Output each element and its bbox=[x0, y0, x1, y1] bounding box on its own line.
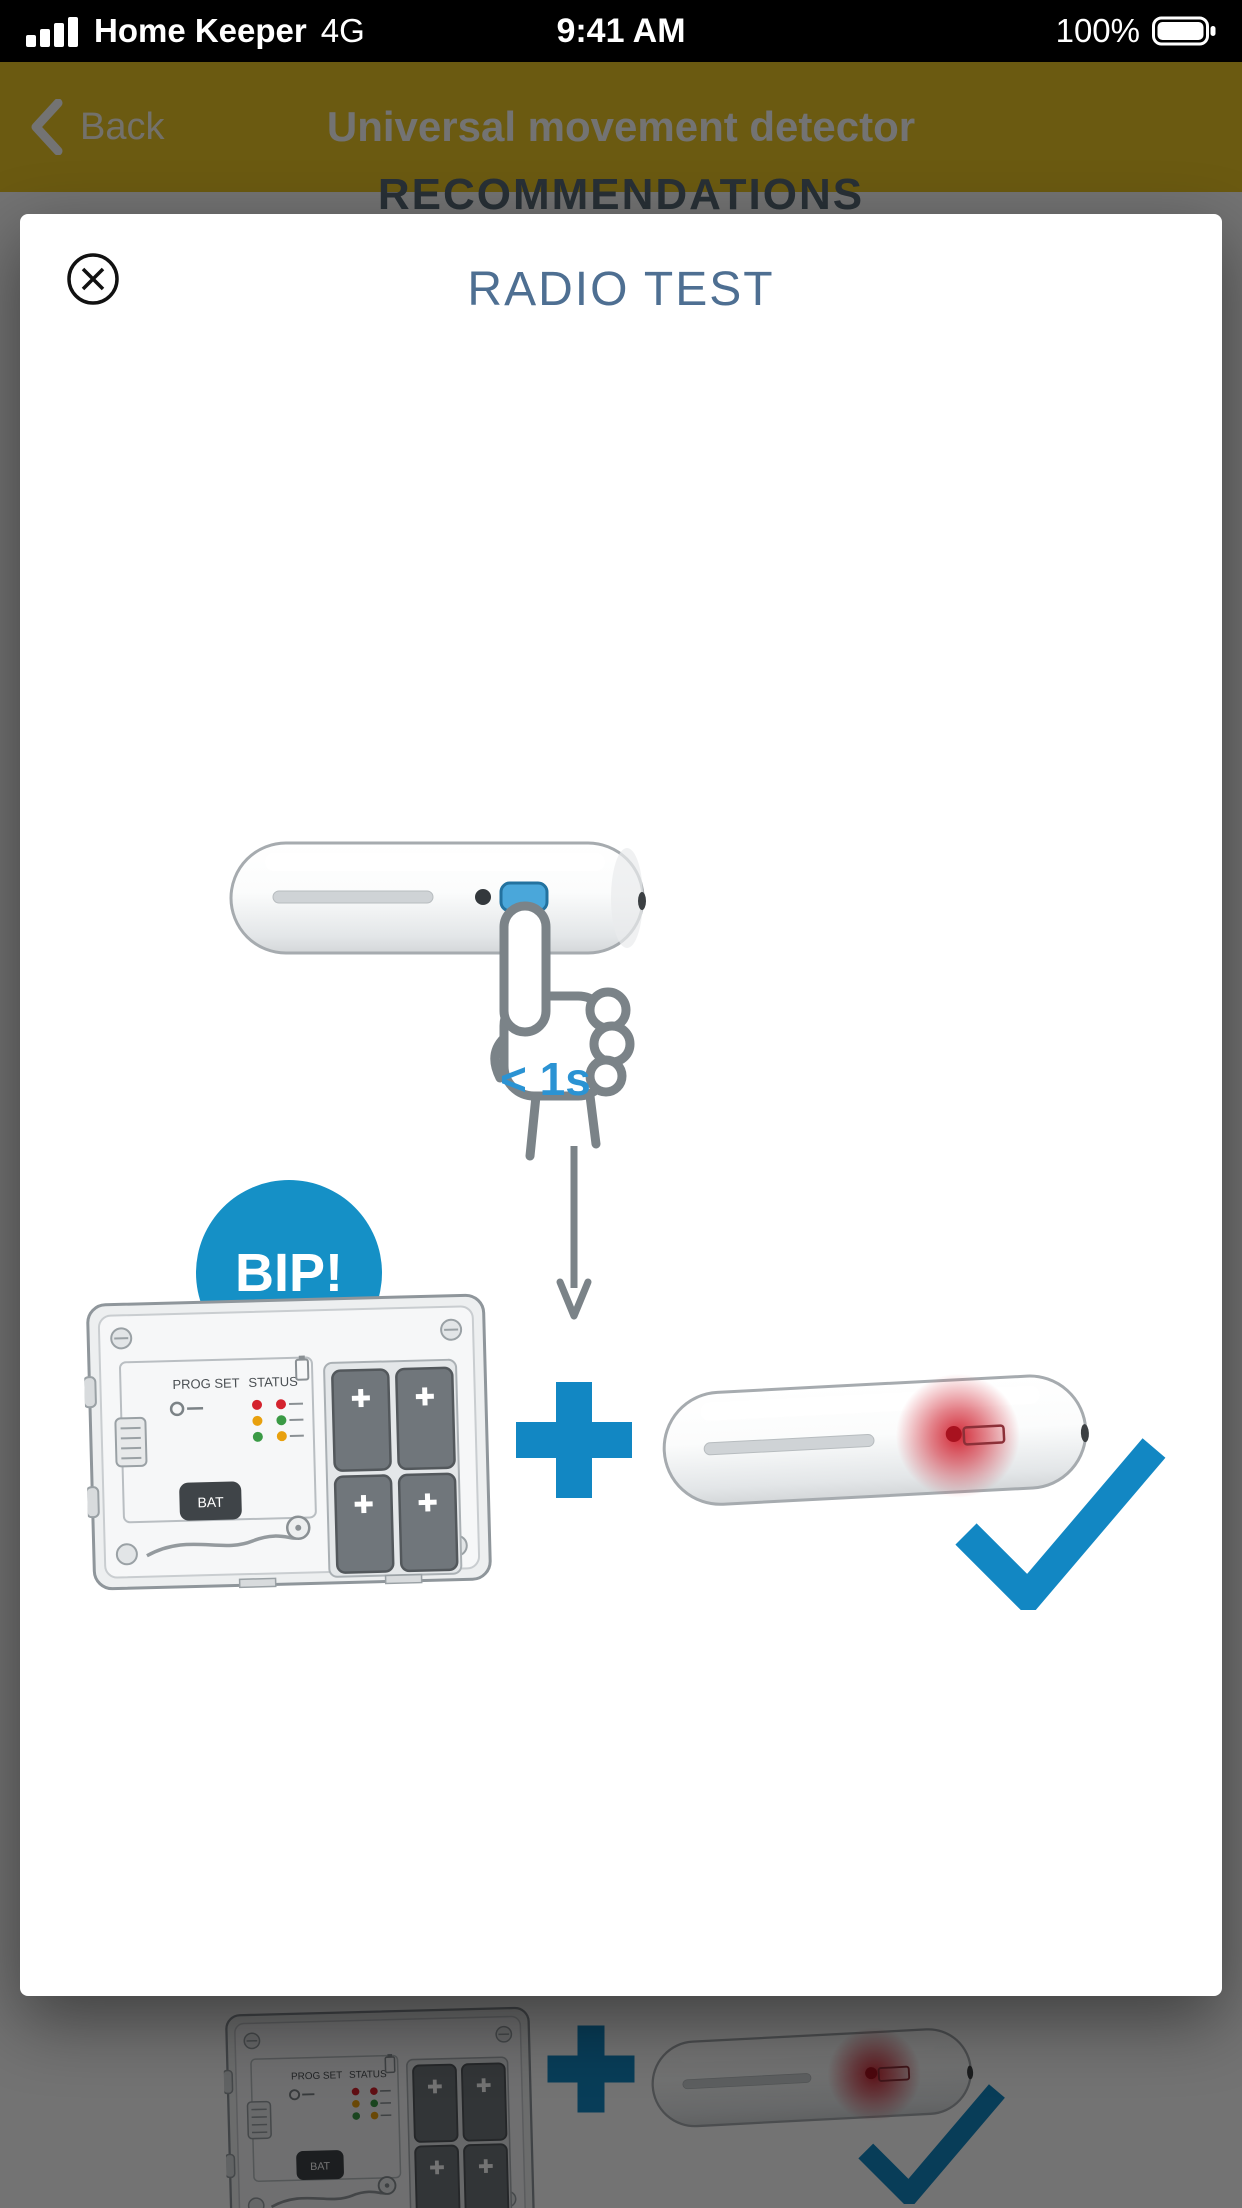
press-duration-label: < 1s bbox=[500, 1053, 591, 1105]
check-icon bbox=[952, 1438, 1167, 1610]
carrier-label: Home Keeper bbox=[94, 12, 307, 49]
clock: 9:41 AM bbox=[556, 11, 686, 50]
control-panel-illustration bbox=[82, 1289, 496, 1596]
battery-percent: 100% bbox=[1055, 12, 1140, 49]
network-label: 4G bbox=[320, 12, 365, 49]
hand-icon bbox=[450, 898, 650, 1178]
close-button[interactable] bbox=[64, 250, 122, 308]
battery-icon bbox=[1152, 16, 1216, 46]
down-arrow-icon bbox=[552, 1146, 596, 1326]
plus-icon bbox=[514, 1380, 634, 1500]
status-bar: Home Keeper 4G 9:41 AM 100% bbox=[0, 0, 1242, 62]
bip-label: BIP! bbox=[235, 1243, 343, 1303]
signal-icon bbox=[26, 17, 78, 47]
close-icon bbox=[67, 253, 119, 305]
modal-title: RADIO TEST bbox=[467, 263, 775, 316]
radio-test-modal: RADIO TEST < 1s BIP! bbox=[20, 214, 1222, 1996]
